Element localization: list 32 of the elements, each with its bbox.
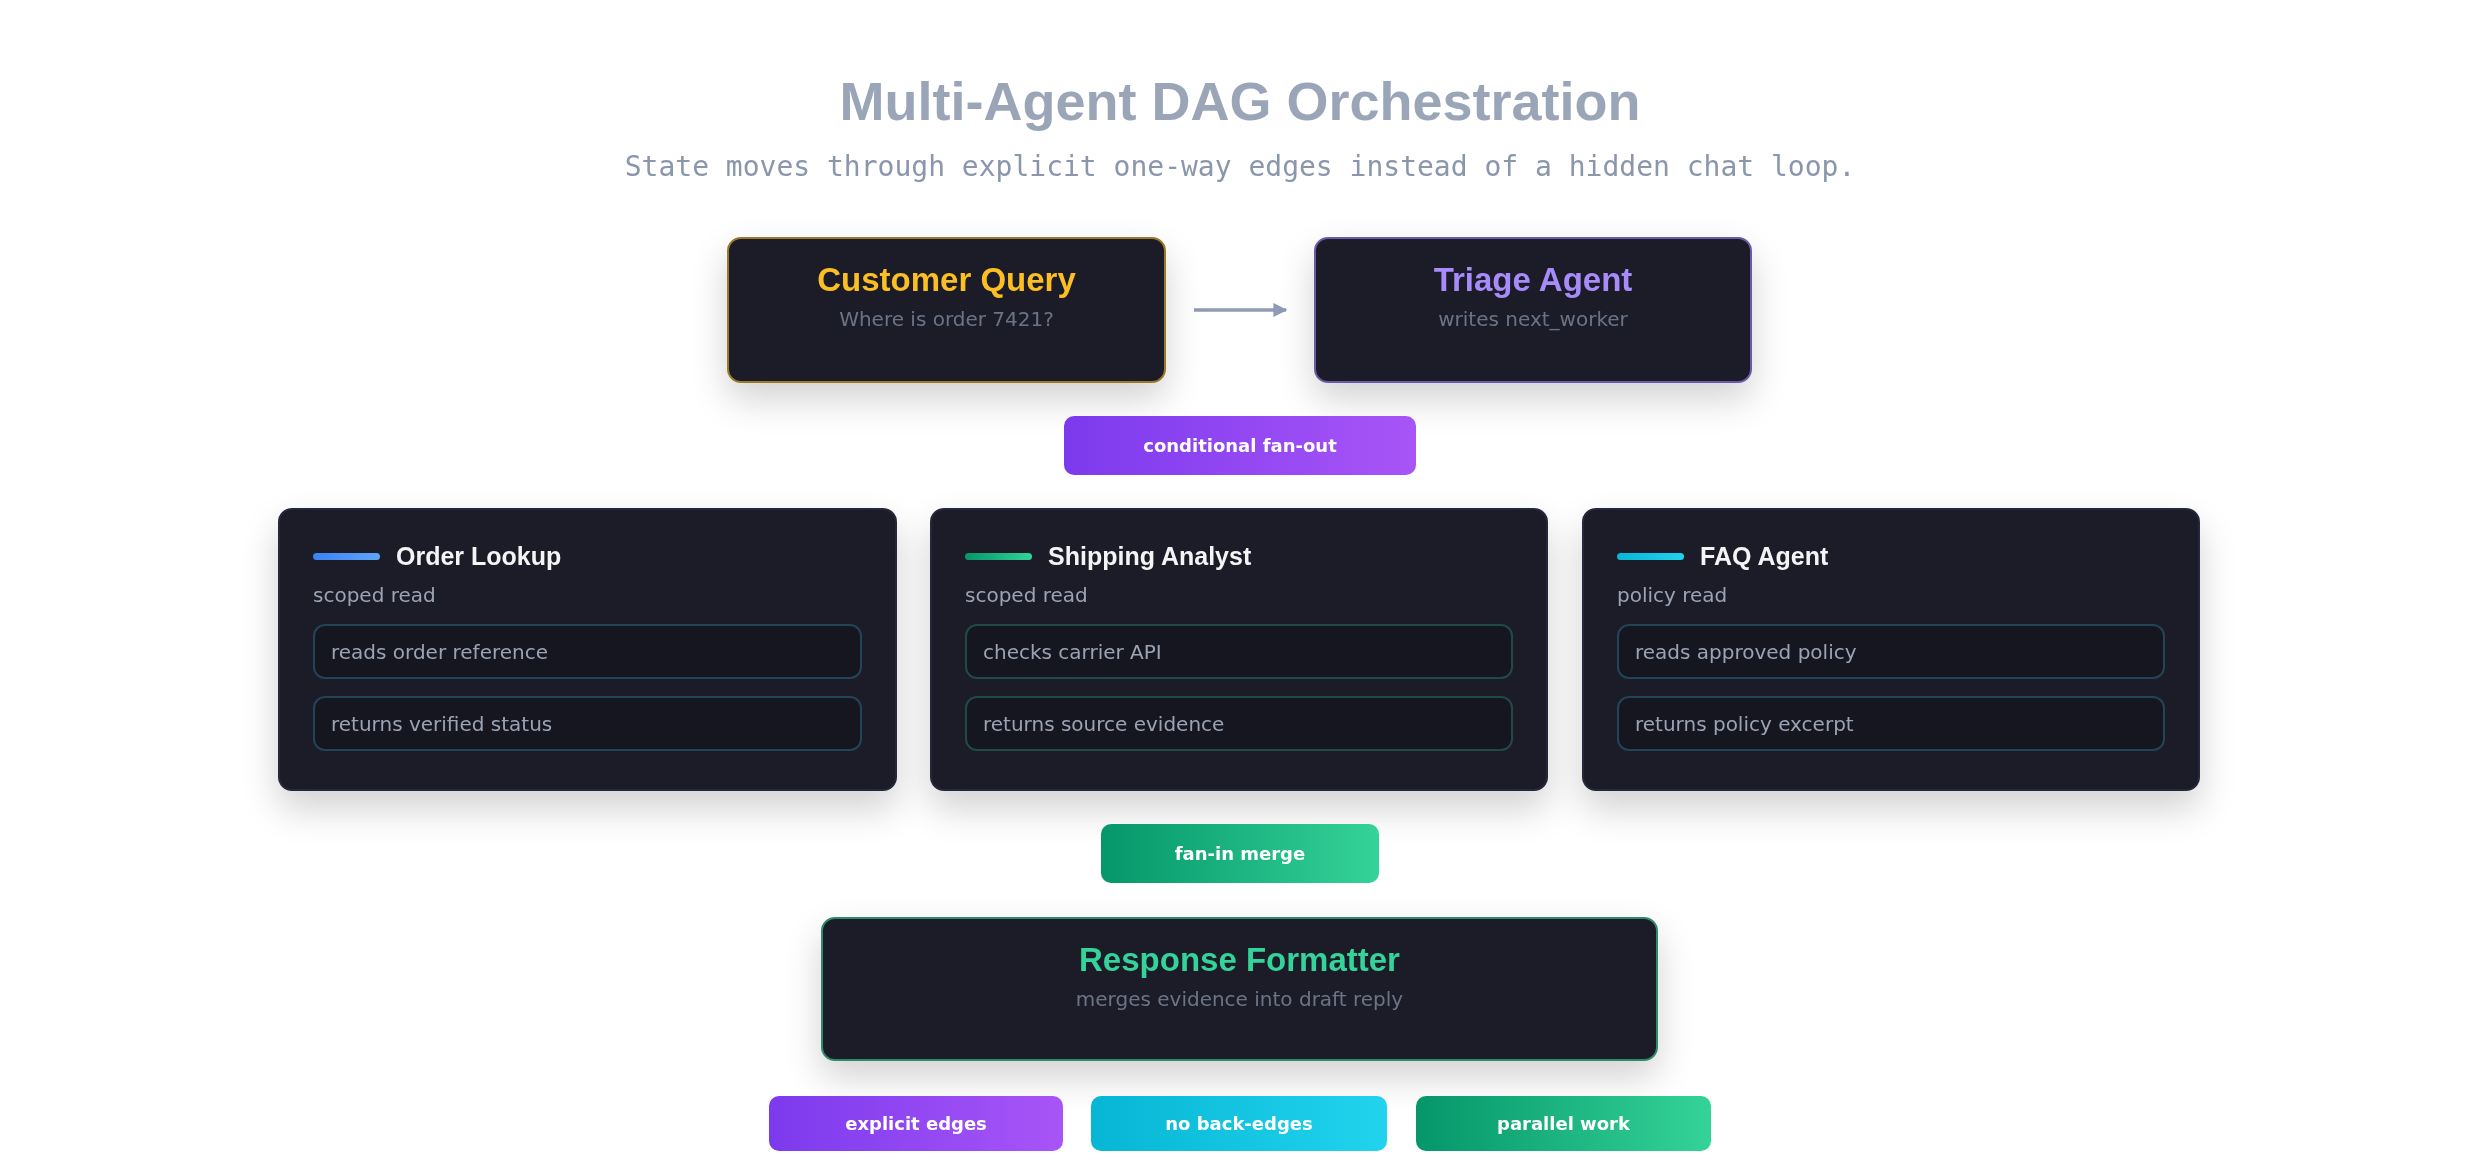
card-subtitle: scoped read	[965, 583, 1089, 607]
step-box: checks carrier API	[965, 624, 1513, 679]
box-subtitle: Where is order 7421?	[839, 307, 1054, 331]
tag-badge: fan-in merge	[1101, 824, 1379, 883]
tag-badge: parallel work	[1416, 1096, 1711, 1151]
worker-card	[930, 508, 1548, 791]
card-title: FAQ Agent	[1700, 542, 1829, 571]
step-box: reads approved policy	[1617, 624, 2165, 679]
card-title: Order Lookup	[396, 542, 562, 571]
box-subtitle: merges evidence into draft reply	[1075, 987, 1404, 1011]
tag-badge: conditional fan-out	[1064, 416, 1416, 475]
agent-box	[1314, 237, 1752, 383]
card-title: Shipping Analyst	[1048, 542, 1252, 571]
box-subtitle: writes next_worker	[1438, 307, 1628, 331]
diagram-title: Multi-Agent DAG Orchestration	[839, 70, 1641, 132]
agent-box	[727, 237, 1166, 383]
tag-badge: no back-edges	[1091, 1096, 1387, 1151]
step-box: returns policy excerpt	[1617, 696, 2165, 751]
box-title: Triage Agent	[1433, 261, 1633, 299]
arrow	[1194, 303, 1288, 317]
card-subtitle: scoped read	[313, 583, 437, 607]
step-box: reads order reference	[313, 624, 862, 679]
diagram-subtitle: State moves through explicit one-way edges instead of a hidden chat loop.	[624, 150, 1856, 183]
worker-card	[278, 508, 897, 791]
step-box: returns verified status	[313, 696, 862, 751]
worker-card	[1582, 508, 2200, 791]
agent-box	[821, 917, 1658, 1061]
step-box: returns source evidence	[965, 696, 1513, 751]
card-subtitle: policy read	[1617, 583, 1729, 607]
tag-badge: explicit edges	[769, 1096, 1063, 1151]
box-title: Response Formatter	[1079, 941, 1400, 979]
box-title: Customer Query	[817, 261, 1076, 299]
